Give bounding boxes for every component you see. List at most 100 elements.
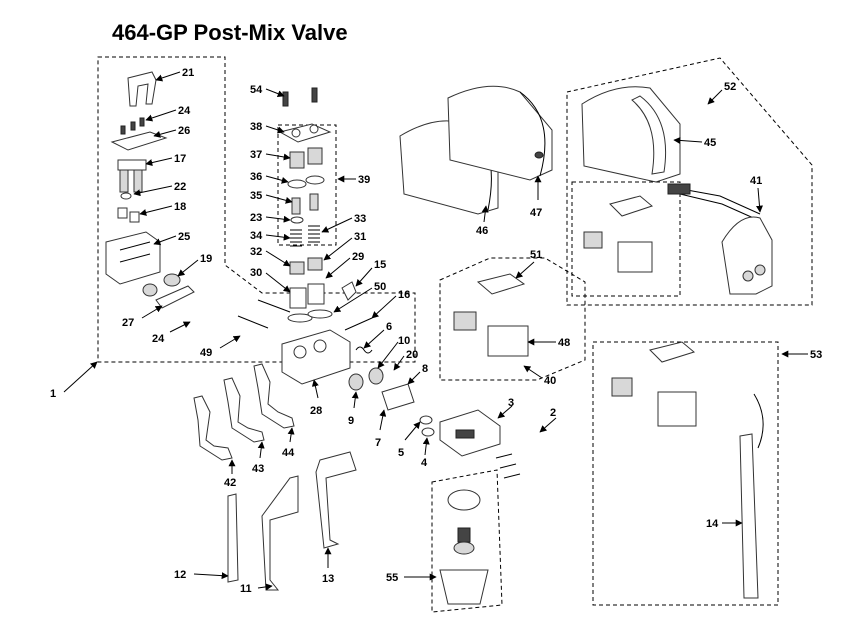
part-36-orings xyxy=(287,175,325,189)
callout-2: 2 xyxy=(539,407,557,433)
callout-27: 27 xyxy=(122,305,163,329)
part-5-4-oring-and-disc xyxy=(419,415,435,437)
callout-24a: 24 xyxy=(145,105,191,122)
svg-text:19: 19 xyxy=(200,253,212,265)
part-31-32-sleeves xyxy=(289,257,323,275)
callout-40: 40 xyxy=(523,365,556,387)
callout-39: 39 xyxy=(337,174,370,186)
part-11-arm xyxy=(261,475,299,591)
part-28-valve-body xyxy=(281,329,351,385)
flow-control-group-39-outline xyxy=(277,124,337,246)
callout-19: 19 xyxy=(177,253,212,277)
callout-10: 10 xyxy=(377,335,410,369)
svg-text:26: 26 xyxy=(178,125,190,137)
svg-text:49: 49 xyxy=(200,347,212,359)
svg-text:54: 54 xyxy=(250,84,263,96)
cover-group-52-outline xyxy=(566,57,813,306)
callout-16: 16 xyxy=(371,289,410,319)
svg-text:13: 13 xyxy=(322,573,334,585)
callout-20: 20 xyxy=(393,349,418,371)
svg-text:29: 29 xyxy=(352,251,364,263)
svg-text:37: 37 xyxy=(250,149,262,161)
callout-12: 12 xyxy=(174,569,229,581)
callout-47: 47 xyxy=(530,175,542,219)
svg-text:42: 42 xyxy=(224,477,236,489)
svg-text:16: 16 xyxy=(398,289,410,301)
nozzle-group-55-outline xyxy=(431,469,503,613)
part-54-screws xyxy=(282,87,318,107)
part-23-orings xyxy=(290,216,304,224)
svg-text:24: 24 xyxy=(178,105,191,117)
svg-text:2: 2 xyxy=(550,407,556,419)
callout-22: 22 xyxy=(133,181,186,197)
callout-43: 43 xyxy=(252,441,265,475)
svg-text:14: 14 xyxy=(706,518,719,530)
part-16-pin xyxy=(344,317,373,331)
part-12-arm xyxy=(227,493,239,583)
part-49-screws xyxy=(237,299,291,329)
callout-46: 46 xyxy=(476,205,489,237)
svg-text:41: 41 xyxy=(750,175,762,187)
svg-text:11: 11 xyxy=(240,583,252,595)
svg-text:52: 52 xyxy=(724,81,736,93)
callout-9: 9 xyxy=(348,391,359,427)
part-42-43-44-levers xyxy=(193,363,295,461)
svg-text:45: 45 xyxy=(704,137,716,149)
callout-6: 6 xyxy=(363,321,392,349)
part-27-retainer-plate xyxy=(155,285,195,309)
part-17-fittings xyxy=(117,159,147,193)
part-33-34-springs xyxy=(290,225,320,247)
svg-text:27: 27 xyxy=(122,317,134,329)
callout-41: 41 xyxy=(750,175,763,213)
callouts: 1 2 3 4 5 6 7 8 9 10 11 12 13 14 15 16 1… xyxy=(50,67,822,595)
svg-text:39: 39 xyxy=(358,174,370,186)
callout-42: 42 xyxy=(224,459,236,489)
callout-3: 3 xyxy=(497,397,514,419)
part-55-nozzle-assembly xyxy=(439,489,489,605)
svg-text:23: 23 xyxy=(250,212,262,224)
part-30-29-cylinders xyxy=(289,283,325,309)
part-6-spring xyxy=(355,346,373,354)
callout-49: 49 xyxy=(200,335,241,359)
electronics-module xyxy=(611,341,697,427)
part-13-arm xyxy=(315,451,357,549)
callout-48: 48 xyxy=(527,337,570,349)
callout-51: 51 xyxy=(515,249,542,279)
callout-53: 53 xyxy=(781,349,822,361)
svg-text:4: 4 xyxy=(421,457,428,469)
svg-text:33: 33 xyxy=(354,213,366,225)
svg-text:18: 18 xyxy=(174,201,186,213)
svg-text:48: 48 xyxy=(558,337,570,349)
callout-4: 4 xyxy=(421,437,430,469)
callout-35: 35 xyxy=(250,190,293,204)
callout-14: 14 xyxy=(706,518,743,530)
svg-text:46: 46 xyxy=(476,225,488,237)
svg-text:38: 38 xyxy=(250,121,262,133)
svg-text:10: 10 xyxy=(398,335,410,347)
svg-text:24: 24 xyxy=(152,333,165,345)
svg-text:30: 30 xyxy=(250,267,262,279)
svg-text:53: 53 xyxy=(810,349,822,361)
svg-text:17: 17 xyxy=(174,153,186,165)
svg-text:28: 28 xyxy=(310,405,322,417)
svg-text:43: 43 xyxy=(252,463,264,475)
electronics-group-53-outline xyxy=(592,341,779,606)
callout-54: 54 xyxy=(250,84,285,97)
callout-45: 45 xyxy=(673,136,716,149)
svg-text:20: 20 xyxy=(406,349,418,361)
callout-44: 44 xyxy=(282,427,295,459)
svg-text:32: 32 xyxy=(250,246,262,258)
callout-52: 52 xyxy=(707,81,736,105)
callout-23: 23 xyxy=(250,212,291,224)
valve-body-group-outline xyxy=(97,56,416,363)
svg-text:25: 25 xyxy=(178,231,190,243)
part-19-seals xyxy=(142,273,181,297)
svg-text:35: 35 xyxy=(250,190,262,202)
callout-36: 36 xyxy=(250,171,289,184)
callout-1: 1 xyxy=(50,361,98,400)
part-18-nuts xyxy=(117,207,140,223)
svg-text:12: 12 xyxy=(174,569,186,581)
svg-text:44: 44 xyxy=(282,447,295,459)
callout-38: 38 xyxy=(250,121,285,134)
